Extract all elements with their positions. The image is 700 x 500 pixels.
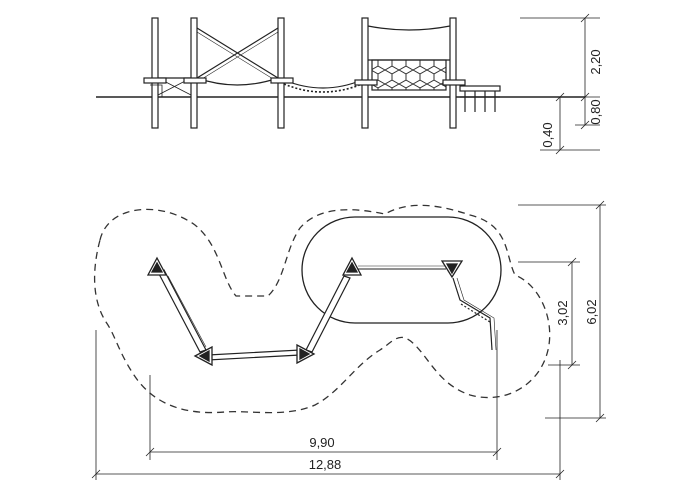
- steps: [459, 85, 501, 112]
- platform: [183, 77, 207, 84]
- platform: [270, 77, 294, 84]
- safety-zone: [93, 204, 551, 414]
- post: [449, 17, 457, 129]
- post-head: [440, 260, 464, 279]
- dim-inner-width: 9,90: [309, 435, 334, 450]
- platform-zone: [301, 216, 502, 324]
- platform: [442, 79, 466, 86]
- platform: [354, 79, 378, 86]
- plan-view: [93, 204, 551, 414]
- platform: [143, 77, 167, 84]
- elevation-dimensions: [520, 13, 600, 155]
- dim-total-depth: 6,02: [584, 299, 599, 324]
- dim-height-total: 2,20: [588, 49, 603, 74]
- cross-net: [157, 27, 279, 96]
- posts: [151, 17, 457, 129]
- post: [277, 17, 285, 129]
- dim-deck-height: 0,80: [588, 99, 603, 124]
- post-heads: [146, 256, 464, 367]
- climbing-net: [367, 25, 451, 91]
- post: [361, 17, 369, 129]
- post: [190, 17, 198, 129]
- post: [151, 17, 159, 129]
- post-head: [296, 343, 316, 365]
- connections: [157, 265, 497, 361]
- plan-dimensions: [91, 200, 606, 480]
- post-head: [193, 345, 213, 367]
- dim-below-ground: 0,40: [540, 122, 555, 147]
- post-head: [341, 256, 363, 276]
- elevation-view: [96, 17, 585, 129]
- dim-total-width: 12,88: [309, 457, 342, 472]
- rope-bridge: [283, 79, 363, 93]
- platforms: [143, 77, 466, 86]
- post-head: [146, 256, 168, 276]
- dim-inner-depth: 3,02: [555, 300, 570, 325]
